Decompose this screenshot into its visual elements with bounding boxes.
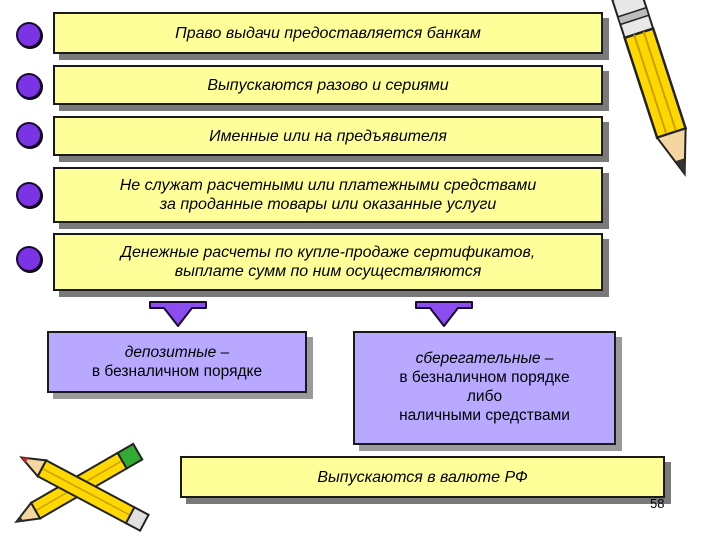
savings-title: сберегательные – (415, 350, 554, 367)
savings-certificates-box: сберегательные – в безналичном порядке л… (353, 331, 616, 445)
bullet-dot-1 (16, 22, 42, 48)
statement-text: Выпускаются в валюте РФ (317, 468, 528, 486)
statement-text: Право выдачи предоставляется банкам (175, 24, 481, 42)
deposit-certificates-box: депозитные – в безналичном порядке (47, 331, 307, 393)
pencil-icon-pair (14, 442, 150, 533)
arrow-down-icon-left (149, 301, 207, 327)
bullet-dot-4 (16, 182, 42, 208)
bullet-dot-3 (16, 122, 42, 148)
statement-line-2: выплате сумм по ним осуществляются (174, 263, 482, 280)
savings-line-4: наличными средствами (399, 407, 570, 424)
deposit-line-2: в безналичном порядке (91, 363, 263, 380)
savings-line-2: в безналичном порядке (399, 369, 570, 386)
statement-ownership: Именные или на предъявителя (53, 116, 603, 156)
bullet-dot-2 (16, 73, 42, 99)
savings-line-3: либо (466, 388, 503, 405)
statement-issuing-right: Право выдачи предоставляется банкам (53, 12, 603, 54)
statement-text: Выпускаются разово и сериями (207, 76, 449, 94)
statement-issue-mode: Выпускаются разово и сериями (53, 65, 603, 105)
arrow-down-icon-right (415, 301, 473, 327)
statement-line-1: Не служат расчетными или платежными сред… (119, 177, 537, 194)
statement-line-1: Денежные расчеты по купле-продаже сертиф… (120, 244, 536, 261)
bullet-dot-5 (16, 246, 42, 272)
statement-line-2: за проданные товары или оказанные услуги (159, 196, 497, 213)
statement-settlements: Денежные расчеты по купле-продаже сертиф… (53, 233, 603, 291)
statement-not-payment-means: Не служат расчетными или платежными сред… (53, 167, 603, 223)
pencil-icon-large (611, 0, 688, 177)
deposit-title: депозитные – (124, 344, 230, 361)
statement-text: Именные или на предъявителя (209, 127, 447, 145)
statement-currency: Выпускаются в валюте РФ (180, 456, 665, 498)
page-number: 58 (650, 496, 665, 511)
